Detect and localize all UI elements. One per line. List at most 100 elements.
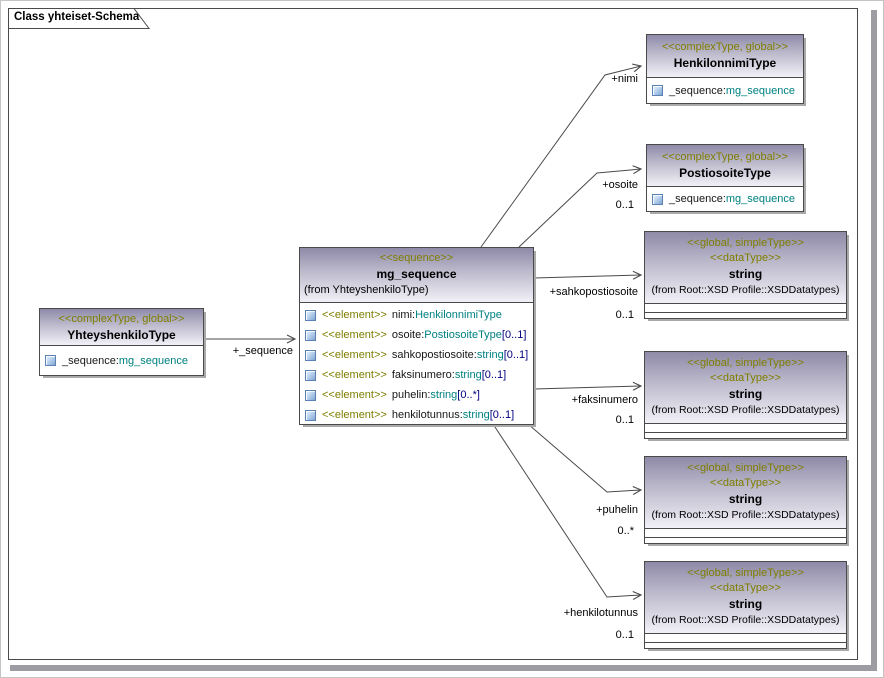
attribute-multiplicity: [0..1]	[503, 349, 529, 361]
attribute-row: <<element>>nimi:HenkilonnimiType	[300, 305, 533, 325]
element-stereotype: <<element>>	[322, 409, 387, 421]
class-string-puhelin[interactable]: <<global, simpleType>> <<dataType>> stri…	[644, 456, 847, 544]
class-string-sahkopostiosoite[interactable]: <<global, simpleType>> <<dataType>> stri…	[644, 231, 847, 319]
association-label-sequence: +_sequence	[232, 345, 293, 357]
attribute-type: string	[430, 389, 458, 401]
attribute-icon	[652, 193, 663, 205]
class-mg-sequence[interactable]: <<sequence>> mg_sequence (from Yhteyshen…	[299, 247, 534, 425]
element-stereotype: <<element>>	[322, 349, 387, 361]
stereotype-label: <<global, simpleType>>	[687, 357, 804, 369]
attribute-name: henkilotunnus:	[391, 409, 463, 421]
class-postiosoitetype[interactable]: <<complexType, global>> PostiosoiteType …	[646, 144, 804, 212]
association-label-sahkopostiosoite: +sahkopostiosoite	[549, 286, 638, 298]
attribute-row: _sequence:mg_sequence	[647, 187, 803, 211]
stereotype-label: <<complexType, global>>	[662, 41, 788, 53]
attribute-multiplicity: [0..1]	[481, 369, 507, 381]
operations-compartment-empty	[645, 538, 846, 544]
multiplicity-label-henkilotunnus: 0..1	[615, 629, 634, 641]
element-stereotype: <<element>>	[322, 329, 387, 341]
stereotype-label: <<complexType, global>>	[662, 151, 788, 163]
element-stereotype: <<element>>	[322, 309, 387, 321]
class-name: YhteyshenkiloType	[67, 328, 176, 342]
attributes-compartment-empty	[645, 424, 846, 433]
association-osoite[interactable]	[518, 165, 643, 248]
class-from: (from Root::XSD Profile::XSDDatatypes)	[651, 509, 840, 521]
class-name: string	[728, 597, 763, 611]
attribute-type: string	[454, 369, 482, 381]
attribute-icon	[652, 85, 663, 96]
attribute-icon	[45, 355, 56, 366]
class-name: mg_sequence	[376, 267, 457, 281]
multiplicity-label-sahkopostiosoite: 0..1	[615, 309, 634, 321]
attribute-type: HenkilonnimiType	[415, 309, 502, 321]
operations-compartment-empty	[645, 433, 846, 439]
attribute-row: <<element>>puhelin:string[0..*]	[300, 385, 533, 405]
attribute-type: string	[476, 349, 504, 361]
attribute-icon	[305, 329, 316, 341]
class-name: HenkilonnimiType	[673, 56, 777, 70]
attribute-name: _sequence:	[62, 354, 119, 367]
attribute-multiplicity: [0..1]	[501, 329, 527, 341]
class-from: (from Root::XSD Profile::XSDDatatypes)	[651, 614, 840, 626]
multiplicity-label-puhelin: 0..*	[617, 525, 634, 537]
attribute-icon	[305, 309, 316, 321]
stereotype-label: <<dataType>>	[710, 252, 781, 264]
class-name: string	[728, 267, 763, 281]
attribute-name: sahkopostiosoite:	[391, 349, 477, 361]
multiplicity-label-osoite: 0..1	[615, 199, 634, 211]
attributes-compartment-empty	[645, 529, 846, 538]
diagram-frame	[8, 8, 858, 660]
stereotype-label: <<complexType, global>>	[58, 313, 185, 325]
stereotype-label: <<dataType>>	[710, 477, 781, 489]
page-shadow-bottom	[10, 665, 877, 671]
page-shadow-right	[871, 10, 877, 671]
stereotype-label: <<dataType>>	[710, 372, 781, 384]
attribute-row: _sequence:mg_sequence	[647, 78, 803, 103]
attribute-icon	[305, 369, 316, 381]
class-from: (from YhteyshenkiloType)	[304, 284, 429, 296]
attribute-icon	[305, 409, 316, 421]
multiplicity-label-faksinumero: 0..1	[615, 414, 634, 426]
attribute-type: mg_sequence	[725, 193, 795, 205]
operations-compartment-empty	[645, 643, 846, 649]
attribute-row: <<element>>faksinumero:string[0..1]	[300, 365, 533, 385]
association-puhelin[interactable]	[527, 423, 643, 495]
attribute-name: _sequence:	[669, 193, 726, 205]
association-label-nimi: +nimi	[611, 73, 638, 85]
class-yhteyshenkilotype[interactable]: <<complexType, global>> YhteyshenkiloTyp…	[39, 308, 204, 376]
association-label-osoite: +osoite	[602, 179, 638, 191]
attribute-type: mg_sequence	[725, 84, 795, 97]
attribute-row: <<element>> osoite:PostiosoiteType[0..1]	[300, 325, 533, 345]
association-sahkopostiosoite[interactable]	[533, 270, 643, 280]
class-string-henkilotunnus[interactable]: <<global, simpleType>> <<dataType>> stri…	[644, 561, 847, 649]
attribute-type: string	[462, 409, 490, 421]
attribute-row: _sequence:mg_sequence	[40, 346, 203, 375]
association-henkilotunnus[interactable]	[492, 423, 643, 600]
attribute-multiplicity: [0..*]	[457, 389, 480, 401]
association-nimi[interactable]	[480, 63, 643, 248]
association-label-henkilotunnus: +henkilotunnus	[563, 607, 638, 619]
stereotype-label: <<sequence>>	[379, 252, 454, 264]
class-name: string	[728, 387, 763, 401]
attribute-type: mg_sequence	[118, 354, 188, 367]
attribute-multiplicity: [0..1]	[489, 409, 515, 421]
attribute-icon	[305, 389, 316, 401]
stereotype-label: <<global, simpleType>>	[687, 237, 804, 249]
stereotype-label: <<global, simpleType>>	[687, 462, 804, 474]
class-from: (from Root::XSD Profile::XSDDatatypes)	[651, 404, 840, 416]
class-name: string	[728, 492, 763, 506]
attribute-icon	[305, 349, 316, 361]
attribute-row: <<element>> henkilotunnus:string[0..1]	[300, 405, 533, 425]
attribute-name: osoite:	[391, 329, 425, 341]
class-henkilonnimitype[interactable]: <<complexType, global>> HenkilonnimiType…	[646, 34, 804, 104]
association-faksinumero[interactable]	[533, 381, 643, 391]
attribute-type: PostiosoiteType	[424, 329, 502, 341]
attribute-row: <<element>> sahkopostiosoite:string[0..1]	[300, 345, 533, 365]
stereotype-label: <<dataType>>	[710, 582, 781, 594]
attribute-name: _sequence:	[669, 84, 726, 97]
diagram-title: Class yhteiset-Schema	[14, 11, 140, 23]
attribute-name: faksinumero:	[391, 369, 455, 381]
class-string-faksinumero[interactable]: <<global, simpleType>> <<dataType>> stri…	[644, 351, 847, 439]
